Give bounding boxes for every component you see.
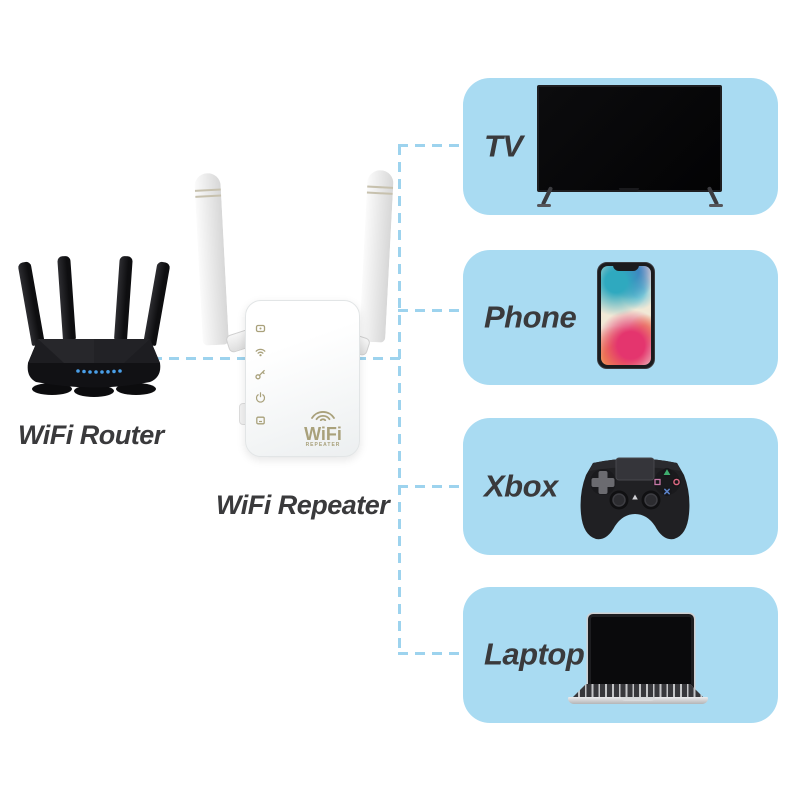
- phone-panel: Phone: [463, 250, 778, 385]
- repeater-logo-subtext: REPEATER: [305, 442, 341, 448]
- laptop-label: Laptop: [484, 636, 585, 672]
- repeater-antenna-icon: [359, 169, 394, 343]
- connector-to-phone: [398, 309, 465, 312]
- wps-icon: [255, 324, 266, 333]
- xbox-panel: Xbox: [463, 418, 778, 555]
- laptop-base: [568, 697, 708, 704]
- tv-stand-center: [619, 188, 639, 192]
- power-icon: [255, 392, 266, 403]
- repeater-brand: WiFi REPEATER: [293, 406, 353, 448]
- wifi-router-image: [17, 255, 171, 400]
- repeater-label: WiFi Repeater: [216, 490, 390, 520]
- wifi-waves-icon: [311, 411, 335, 422]
- tv-label: TV: [484, 127, 523, 163]
- connector-to-tv: [398, 144, 465, 147]
- key-icon: [255, 369, 265, 380]
- repeater-indicator-column: [255, 323, 266, 426]
- repeater-body: WiFi REPEATER: [245, 300, 360, 457]
- laptop-keyboard: [573, 684, 703, 697]
- tv-foot: [537, 204, 551, 207]
- connector-to-laptop: [398, 652, 465, 655]
- repeater-antenna-icon: [194, 172, 229, 346]
- connector-trunk: [398, 145, 401, 655]
- router-body-icon: [27, 339, 161, 397]
- connector-to-xbox: [398, 485, 465, 488]
- laptop-panel: Laptop: [463, 587, 778, 723]
- phone-notch: [613, 265, 639, 271]
- phone-screen: [601, 266, 651, 365]
- router-label: WiFi Router: [18, 420, 164, 450]
- xbox-label: Xbox: [484, 467, 558, 503]
- phone-icon: [597, 262, 655, 369]
- phone-label: Phone: [484, 298, 577, 334]
- tv-foot: [709, 204, 723, 207]
- laptop-trackpad: [621, 697, 655, 701]
- laptop-screen: [588, 614, 694, 690]
- wifi-icon: [255, 348, 266, 357]
- wifi-repeater-image: WiFi REPEATER: [194, 165, 400, 460]
- tv-screen: [537, 85, 722, 192]
- tv-panel: TV: [463, 78, 778, 215]
- repeater-logo-text: WiFi: [304, 424, 342, 444]
- ethernet-icon: [256, 416, 265, 425]
- game-controller-icon: [580, 457, 690, 540]
